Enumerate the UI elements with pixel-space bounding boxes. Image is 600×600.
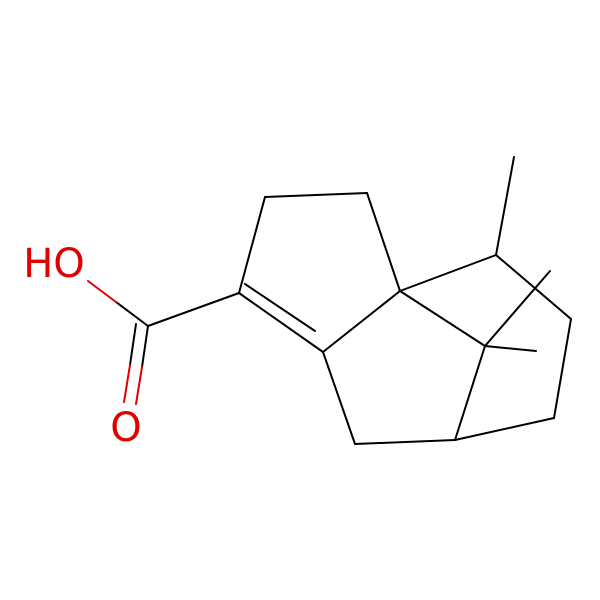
bond-c1-carboxyl — [147, 292, 240, 327]
bond-c8-methyl-a — [484, 270, 551, 347]
bond-carboxyl-oh-dark — [115, 301, 149, 327]
bond-c4-c5 — [322, 290, 401, 353]
bond-carbonyl-red-a — [135, 366, 143, 405]
bond-c6-c7 — [354, 439, 456, 445]
bond-c5-c1-double — [244, 283, 316, 332]
bond-c9-c10 — [495, 254, 572, 320]
bond-carbonyl-dark-b — [129, 323, 137, 366]
bond-c8-c4 — [399, 290, 486, 347]
bond-c7-c8 — [454, 345, 486, 441]
bond-c5-c1 — [238, 292, 324, 353]
bond-c5-c6 — [322, 351, 356, 445]
bond-carboxyl-oh-red — [87, 280, 117, 303]
bond-c4-c9 — [399, 254, 497, 292]
bond-c3-c4 — [366, 192, 401, 292]
bond-c10-c11 — [553, 318, 572, 419]
bond-c1-c2 — [238, 196, 266, 294]
bond-c2-c3 — [264, 192, 368, 198]
bond-c9-methyl — [495, 156, 515, 256]
hydroxyl-label: HO — [23, 241, 85, 287]
bond-carbonyl-red-b — [123, 364, 131, 403]
bond-c8-methyl-b — [484, 345, 537, 352]
carbonyl-oxygen-label: O — [110, 405, 141, 451]
bond-carbonyl-dark-a — [141, 325, 149, 368]
bond-c11-c7 — [454, 417, 555, 441]
